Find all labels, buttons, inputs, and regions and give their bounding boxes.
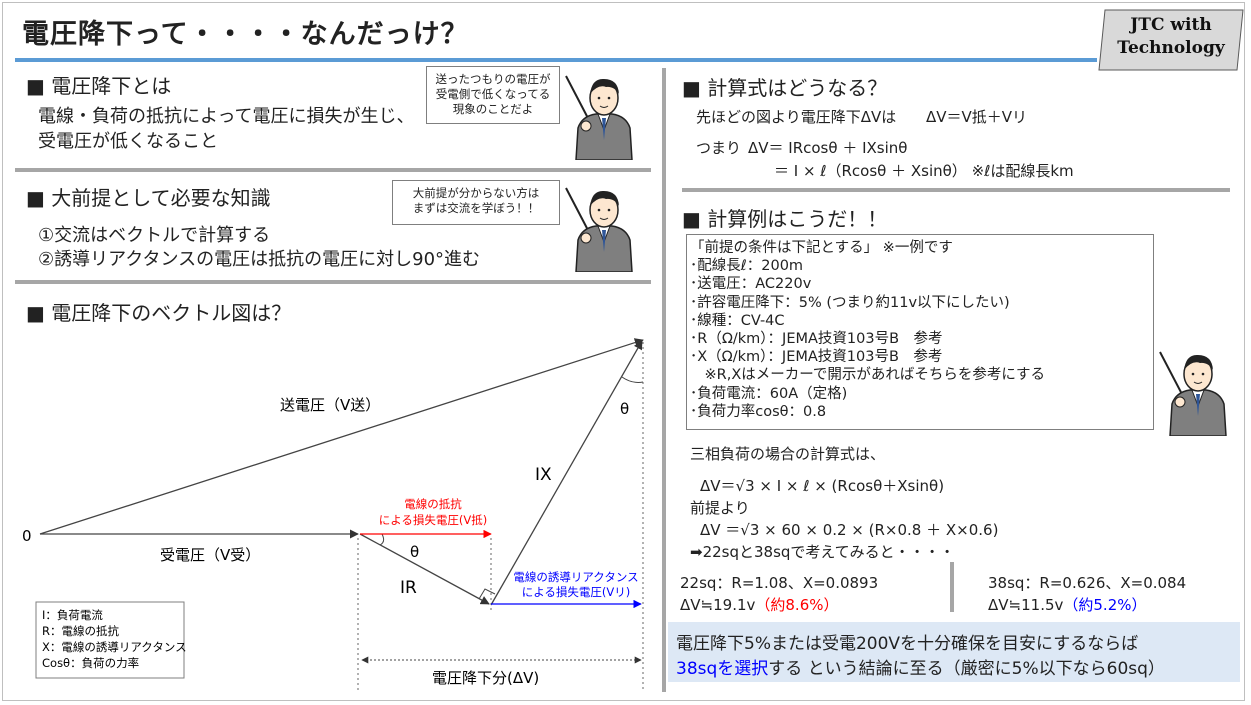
presenter-figure-icon — [565, 75, 633, 160]
legend-item: X：電線の誘導リアクタンス — [42, 640, 187, 654]
section-heading-formula: ■ 計算式はどうなる？ — [682, 76, 888, 100]
case-22sq-percent: （約8.6%） — [755, 596, 839, 614]
logo-line2: Technology — [1117, 38, 1225, 58]
title-underline — [15, 58, 1097, 62]
presenter-figure-icon — [565, 187, 633, 272]
condition-line: ･許容電圧降下：5% (つまり約11v以下にしたい) — [690, 294, 1010, 311]
conclusion-line-2: 38sqを選択する という結論に至る（厳密に5%以下なら60sq） — [676, 654, 1165, 679]
condition-line: ･負荷力率cosθ：0.8 — [690, 403, 827, 420]
condition-line: ･負荷電流：60A（定格) — [690, 385, 848, 402]
legend-item: Cosθ：負荷の力率 — [42, 656, 139, 670]
origin-label: 0 — [22, 527, 32, 545]
condition-line: ･R（Ω/km）：JEMA技資103号B 参考 — [690, 331, 943, 348]
theta-arc — [379, 533, 385, 546]
condition-line: ･配線長ℓ：200m — [690, 258, 804, 275]
conclusion-highlight: 38sqを選択 — [676, 659, 769, 679]
bubble-line: まずは交流を学ぼう！！ — [412, 201, 540, 215]
prerequisite-item-1: ①交流はベクトルで計算する — [38, 225, 271, 246]
case-38sq-params: 38sq：R=0.626、X=0.084 — [988, 574, 1187, 592]
prerequisite-item-2: ②誘導リアクタンスの電圧は抵抗の電圧に対し90°進む — [38, 249, 481, 270]
section-heading-prerequisites: ■ 大前提として必要な知識 — [26, 186, 271, 210]
case-38sq-dv: ΔV≒11.5v — [988, 596, 1064, 614]
reactance-loss-label-1: 電線の誘導リアクタンス — [513, 570, 638, 584]
conditions-box: 「前提の条件は下記とする」 ※一例です ･配線長ℓ：200m ･送電圧：AC22… — [686, 234, 1154, 430]
right-angle-mark — [478, 588, 496, 600]
legend-item: R：電線の抵抗 — [42, 624, 119, 638]
definition-line-2: 受電圧が低くなること — [38, 131, 218, 152]
formula-final: ＝ I × ℓ（Rcosθ ＋ Xsinθ） ※ℓは配線長km — [774, 162, 1074, 180]
formula-intro: 先ほどの図より電圧降下ΔVは — [696, 108, 897, 126]
divider — [15, 280, 651, 284]
bubble-line: 送ったつもりの電圧が — [435, 72, 551, 86]
logo-line1: JTC with — [1130, 15, 1212, 35]
resistance-loss-label-1: 電線の抵抗 — [404, 497, 462, 511]
section-heading-voltage-drop: ■ 電圧降下とは — [26, 74, 172, 98]
conclusion-rest: する という結論に至る（厳密に5%以下なら60sq） — [768, 659, 1165, 679]
voltage-drop-label: 電圧降下分(ΔV) — [432, 669, 539, 687]
resistance-loss-label-2: による損失電圧(V抵) — [379, 513, 488, 527]
case-divider — [950, 562, 954, 612]
case-22sq-params: 22sq：R=1.08、X=0.0893 — [680, 574, 879, 592]
speech-bubble-2: 大前提が分からない方は まずは交流を学ぼう！！ — [392, 180, 560, 225]
speech-bubble-1: 送ったつもりの電圧が 受電側で低くなってる 現象のことだよ — [426, 66, 560, 124]
section-heading-example: ■ 計算例はこうだ！！ — [682, 207, 888, 231]
formula-prefix: つまり — [696, 139, 742, 157]
three-phase-formula: ΔV＝√3 × I × ℓ × (Rcosθ＋Xsinθ) — [700, 477, 945, 495]
ir-vector — [359, 533, 490, 605]
premise-formula: ΔV ＝√3 × 60 × 0.2 × (R×0.8 ＋ X×0.6) — [700, 521, 999, 539]
send-voltage-vector — [39, 338, 644, 535]
condition-line: ※R,Xはメーカーで開示があればそちらを参考にする — [690, 367, 1046, 384]
receive-voltage-label: 受電圧（V受） — [160, 546, 260, 564]
case-22sq-dv: ΔV≒19.1v — [680, 596, 756, 614]
presenter-figure-icon — [1159, 351, 1227, 436]
column-divider — [662, 68, 666, 692]
logo-badge — [1098, 9, 1244, 71]
bubble-line: 現象のことだよ — [452, 102, 534, 116]
condition-line: 「前提の条件は下記とする」 ※一例です — [690, 240, 953, 256]
three-phase-heading: 三相負荷の場合の計算式は、 — [690, 445, 886, 463]
case-38sq-result: ΔV≒11.5v（約5.2%） — [988, 594, 1147, 615]
reactance-loss-label-2: による損失電圧(Vリ) — [522, 585, 631, 599]
divider — [15, 168, 651, 172]
bubble-line: 大前提が分からない方は — [412, 186, 540, 200]
bubble-line: 受電側で低くなってる — [435, 87, 551, 101]
conclusion-line-1: 電圧降下5%または受電200Vを十分確保を目安にするならば — [676, 634, 1139, 654]
ix-label: IX — [535, 465, 552, 485]
theta-arc — [621, 376, 644, 383]
case-38sq-percent: （約5.2%） — [1063, 596, 1147, 614]
ir-label: IR — [400, 578, 417, 598]
legend-box — [35, 601, 185, 679]
divider — [682, 188, 1230, 192]
legend-item: I：負荷電流 — [42, 608, 103, 622]
consider-line: ➡22sqと38sqで考えてみると・・・・ — [690, 543, 955, 561]
formula-expanded: ΔV＝ IRcosθ ＋ IXsinθ — [748, 139, 908, 157]
ix-vector — [490, 340, 643, 606]
premise-label: 前提より — [690, 499, 750, 517]
condition-line: ･X（Ω/km）：JEMA技資103号B 参考 — [690, 349, 943, 366]
condition-line: ･線種：CV-4C — [690, 312, 785, 329]
vector-diagram: 0 送電圧（V送） 受電圧（V受） θ θ IX IR 電線の抵抗 による損失電… — [22, 338, 644, 690]
logo-text: JTC with Technology — [1097, 14, 1245, 60]
theta-label-2: θ — [620, 400, 629, 418]
section-heading-vector-diagram: ■ 電圧降下のベクトル図は？ — [26, 301, 292, 325]
formula-sum: ΔV＝V抵＋Vリ — [926, 108, 1028, 126]
theta-label-1: θ — [410, 543, 419, 561]
page-title: 電圧降下って・・・・なんだっけ？ — [22, 19, 469, 50]
conclusion-box — [668, 622, 1240, 682]
condition-line: ･送電圧：AC220v — [690, 276, 812, 293]
send-voltage-label: 送電圧（V送） — [280, 396, 380, 414]
case-22sq-result: ΔV≒19.1v（約8.6%） — [680, 594, 839, 615]
definition-line-1: 電線・負荷の抵抗によって電圧に損失が生じ、 — [38, 106, 415, 127]
